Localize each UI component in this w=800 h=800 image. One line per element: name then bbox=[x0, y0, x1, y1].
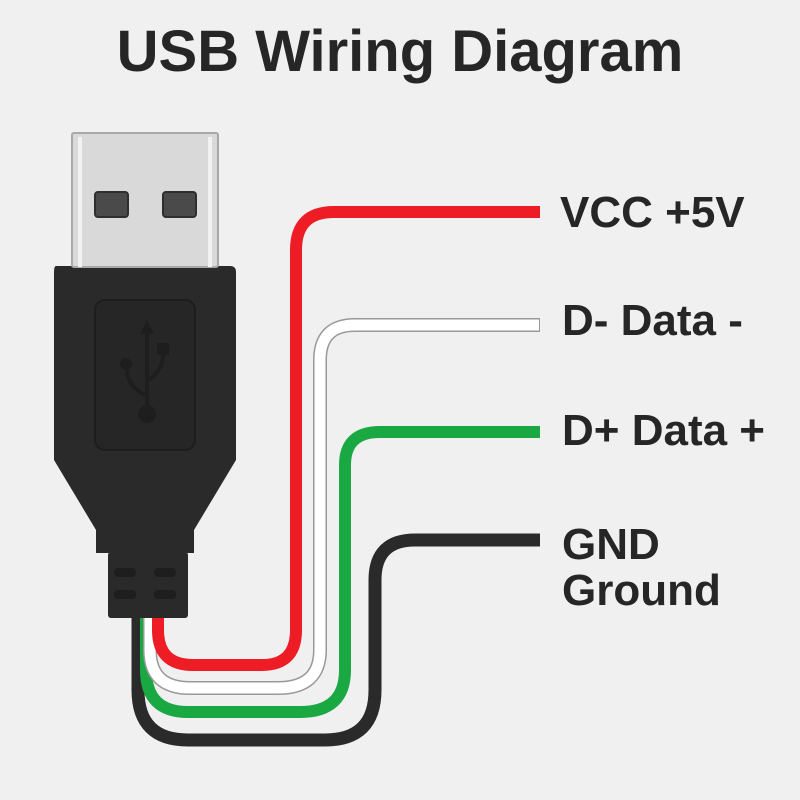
label-gnd-line1: GND bbox=[562, 520, 660, 569]
wire-dminus bbox=[143, 318, 540, 695]
page-title: USB Wiring Diagram bbox=[116, 19, 684, 84]
label-dplus: D+ Data + bbox=[562, 406, 765, 455]
wire-gnd bbox=[131, 533, 540, 747]
label-gnd: GND Ground bbox=[562, 522, 721, 614]
plug-metal-shell bbox=[71, 132, 219, 268]
label-gnd-line2: Ground bbox=[562, 566, 721, 615]
strain-relief bbox=[108, 552, 188, 618]
wire-dplus bbox=[140, 426, 540, 718]
wire-vcc bbox=[152, 206, 540, 671]
usb-trident-icon bbox=[120, 320, 169, 423]
label-dminus: D- Data - bbox=[562, 296, 743, 345]
label-vcc: VCC +5V bbox=[560, 188, 745, 237]
